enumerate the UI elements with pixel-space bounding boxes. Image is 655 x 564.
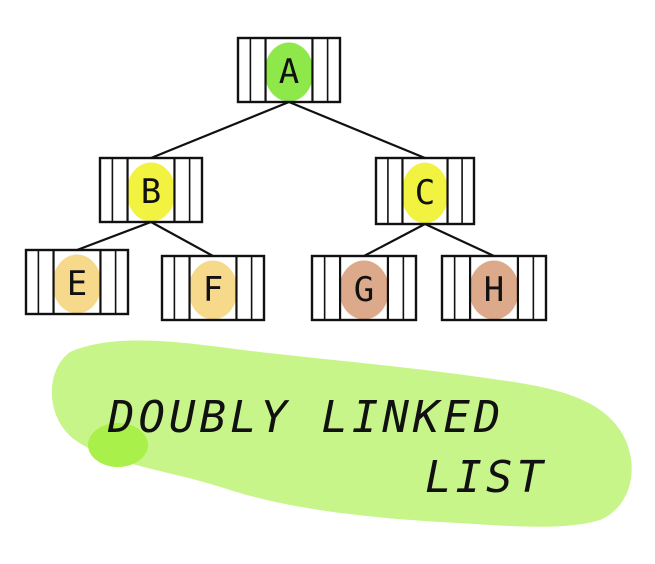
node-box bbox=[160, 254, 266, 322]
edge-a-b bbox=[149, 100, 291, 160]
node-highlight bbox=[264, 42, 314, 102]
node-label: E bbox=[67, 264, 87, 304]
edge-c-h bbox=[423, 222, 496, 258]
node-g: G bbox=[310, 254, 418, 322]
edge-c-g bbox=[362, 222, 427, 258]
node-highlight bbox=[52, 254, 102, 314]
tree-nodes: A B C E F G H bbox=[24, 36, 548, 322]
edge-b-e bbox=[75, 220, 153, 252]
node-box bbox=[374, 156, 476, 226]
caption-line-1: DOUBLY LINKED bbox=[107, 392, 504, 443]
node-label: G bbox=[354, 270, 374, 310]
caption-line-2: LIST bbox=[425, 452, 547, 503]
node-box bbox=[440, 254, 548, 322]
node-a: A bbox=[236, 36, 342, 104]
node-highlight bbox=[188, 260, 238, 320]
node-highlight bbox=[339, 260, 389, 320]
node-box bbox=[310, 254, 418, 322]
edge-a-c bbox=[287, 100, 427, 160]
node-highlight bbox=[126, 162, 176, 222]
node-label: F bbox=[203, 270, 223, 310]
node-label: A bbox=[279, 52, 299, 92]
node-box bbox=[98, 156, 204, 224]
node-label: H bbox=[484, 270, 504, 310]
node-f: F bbox=[160, 254, 266, 322]
node-highlight bbox=[401, 162, 449, 224]
node-box bbox=[236, 36, 342, 104]
tree-edges bbox=[75, 100, 496, 258]
node-label: B bbox=[141, 172, 161, 212]
node-box bbox=[24, 248, 130, 316]
node-h: H bbox=[440, 254, 548, 322]
edge-b-f bbox=[149, 220, 215, 258]
node-c: C bbox=[374, 156, 476, 226]
node-b: B bbox=[98, 156, 204, 224]
node-highlight bbox=[469, 260, 519, 320]
caption-highlight bbox=[51, 340, 632, 527]
node-label: C bbox=[415, 173, 435, 213]
node-e: E bbox=[24, 248, 130, 316]
